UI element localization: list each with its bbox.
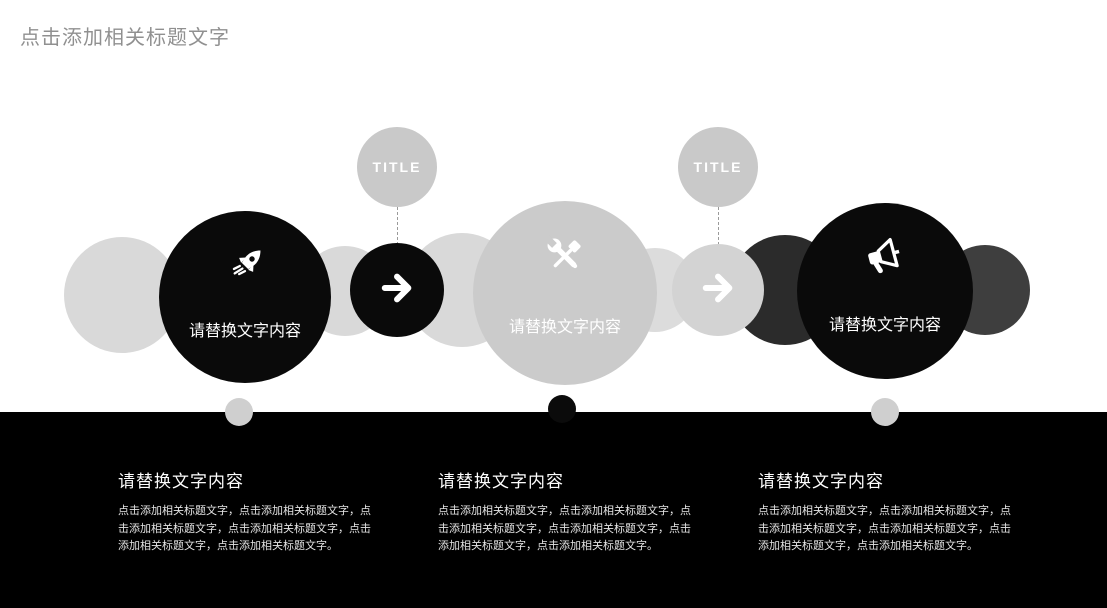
arrow-circle-2 bbox=[672, 244, 764, 336]
column-heading[interactable]: 请替换文字内容 bbox=[758, 472, 884, 491]
footer-column-1: 请替换文字内容 点击添加相关标题文字，点击添加相关标题文字，点击添加相关标题文字… bbox=[118, 467, 376, 556]
column-body[interactable]: 点击添加相关标题文字，点击添加相关标题文字，点击添加相关标题文字，点击添加相关标… bbox=[438, 505, 691, 552]
title-bubble-label: TITLE bbox=[693, 159, 743, 175]
dashed-connector-1 bbox=[397, 207, 398, 245]
step-circle-megaphone[interactable]: 请替换文字内容 bbox=[797, 203, 973, 379]
step-label[interactable]: 请替换文字内容 bbox=[828, 317, 941, 334]
column-heading[interactable]: 请替换文字内容 bbox=[118, 472, 244, 491]
rocket-icon bbox=[220, 241, 270, 296]
step-label[interactable]: 请替换文字内容 bbox=[508, 319, 621, 336]
right-arrow-icon bbox=[376, 267, 418, 314]
marker-dot-2 bbox=[548, 395, 576, 423]
footer-column-2: 请替换文字内容 点击添加相关标题文字，点击添加相关标题文字，点击添加相关标题文字… bbox=[438, 467, 696, 556]
step-circle-rocket[interactable]: 请替换文字内容 bbox=[159, 211, 331, 383]
title-bubble-2[interactable]: TITLE bbox=[678, 127, 758, 207]
dashed-connector-2 bbox=[718, 207, 719, 245]
marker-dot-1 bbox=[225, 398, 253, 426]
column-body[interactable]: 点击添加相关标题文字，点击添加相关标题文字，点击添加相关标题文字，点击添加相关标… bbox=[758, 505, 1011, 552]
footer-column-3: 请替换文字内容 点击添加相关标题文字，点击添加相关标题文字，点击添加相关标题文字… bbox=[758, 467, 1016, 556]
step-circle-tools[interactable]: 请替换文字内容 bbox=[473, 201, 657, 385]
footer-band: 请替换文字内容 点击添加相关标题文字，点击添加相关标题文字，点击添加相关标题文字… bbox=[0, 412, 1107, 608]
column-heading[interactable]: 请替换文字内容 bbox=[438, 472, 564, 491]
megaphone-icon bbox=[861, 233, 909, 286]
marker-dot-3 bbox=[871, 398, 899, 426]
title-bubble-label: TITLE bbox=[372, 159, 422, 175]
title-bubble-1[interactable]: TITLE bbox=[357, 127, 437, 207]
arrow-circle-1 bbox=[350, 243, 444, 337]
slide-title-placeholder[interactable]: 点击添加相关标题文字 bbox=[20, 27, 230, 49]
right-arrow-icon bbox=[697, 267, 739, 314]
wrench-screwdriver-icon bbox=[539, 230, 588, 284]
column-body[interactable]: 点击添加相关标题文字，点击添加相关标题文字，点击添加相关标题文字，点击添加相关标… bbox=[118, 505, 371, 552]
step-label[interactable]: 请替换文字内容 bbox=[188, 323, 301, 340]
